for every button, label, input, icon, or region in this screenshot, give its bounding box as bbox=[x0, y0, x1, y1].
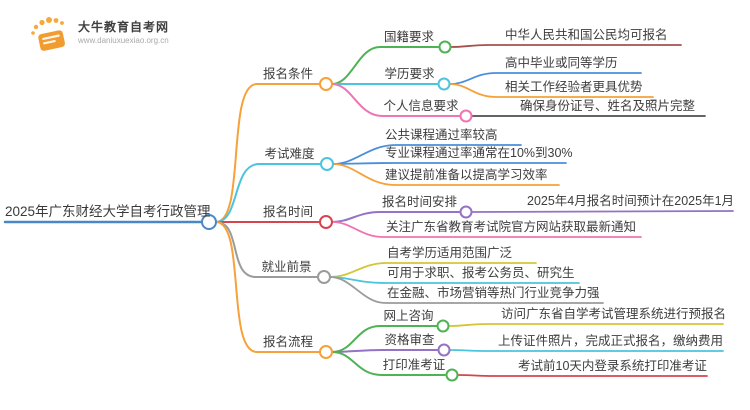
edge-nationality bbox=[331, 46, 439, 85]
edge-leaf-upload-photo bbox=[449, 349, 724, 352]
leaf-highschool-equivalent: 高中毕业或同等学历 bbox=[505, 56, 618, 70]
handle-online-consult bbox=[436, 319, 450, 333]
subnode-personal-info-requirement: 个人信息要求 bbox=[383, 99, 459, 113]
edge-leaf-print-10days bbox=[457, 374, 708, 377]
edge-leaf-experience bbox=[449, 83, 654, 98]
branch-career-prospects: 就业前景 bbox=[261, 260, 312, 274]
branch-exam-difficulty: 考试难度 bbox=[264, 147, 315, 161]
edge-personal-info bbox=[331, 83, 461, 117]
handle-registration-time bbox=[319, 215, 333, 229]
brand-book-icon bbox=[31, 17, 65, 51]
edge-root-registration-process bbox=[215, 221, 320, 353]
leaf-major-course-pass-rate: 专业课程通过率通常在10%到30% bbox=[385, 146, 573, 160]
handle-nationality bbox=[438, 40, 452, 54]
leaf-follow-official-site: 关注广东省教育考试院官方网站获取最新通知 bbox=[386, 220, 637, 234]
edge-print-ticket bbox=[331, 351, 446, 376]
handle-education bbox=[437, 77, 451, 91]
leaf-work-experience-advantage: 相关工作经验者更具优势 bbox=[505, 80, 643, 94]
subnode-nationality-requirement: 国籍要求 bbox=[383, 30, 434, 44]
leaf-finance-marketing-competitive: 在金融、市场营销等热门行业竞争力强 bbox=[387, 286, 600, 300]
leaf-idcard-name-photo: 确保身份证号、姓名及照片完整 bbox=[520, 99, 696, 113]
handle-registration-process bbox=[319, 345, 333, 359]
handle-personal-info bbox=[459, 109, 473, 123]
site-logo: 大牛教育自考网 www.daniuxuexiao.org.cn bbox=[28, 16, 169, 54]
leaf-degree-wide-use: 自考学历适用范围广泛 bbox=[387, 246, 513, 260]
root-topic: 2025年广东财经大学自考行政管理 bbox=[5, 204, 211, 219]
subnode-registration-schedule: 报名时间安排 bbox=[381, 195, 457, 209]
edge-leaf-citizen bbox=[450, 44, 682, 48]
leaf-job-civil-servant-postgrad: 可用于求职、报考公务员、研究生 bbox=[387, 266, 575, 280]
leaf-public-course-pass-rate: 公共课程通过率较高 bbox=[385, 128, 498, 142]
branch-registration-process: 报名流程 bbox=[262, 335, 313, 349]
subnode-education-requirement: 学历要求 bbox=[384, 67, 435, 81]
site-url: www.daniuxuexiao.org.cn bbox=[78, 36, 169, 45]
branch-registration-time: 报名时间 bbox=[262, 205, 313, 219]
leaf-pre-register-system: 访问广东省自学考试管理系统进行预报名 bbox=[501, 307, 727, 321]
handle-career-prospects bbox=[317, 270, 331, 284]
subnode-qualification-review: 资格审查 bbox=[384, 333, 435, 347]
leaf-upload-photo-pay-fee: 上传证件照片，完成正式报名，缴纳费用 bbox=[498, 334, 724, 348]
edge-leaf-competitive bbox=[329, 276, 604, 304]
edge-root-exam-difficulty bbox=[215, 163, 321, 223]
site-name: 大牛教育自考网 bbox=[78, 20, 170, 34]
subnode-print-admission-ticket: 打印准考证 bbox=[382, 358, 446, 372]
edge-leaf-prepare-early bbox=[332, 163, 560, 186]
leaf-april-2025-schedule: 2025年4月报名时间预计在2025年1月 bbox=[527, 194, 735, 208]
edge-leaf-pre-register bbox=[448, 323, 724, 327]
edge-leaf-official-site bbox=[331, 221, 642, 238]
handle-root bbox=[201, 214, 217, 230]
branch-enrollment-conditions: 报名条件 bbox=[262, 67, 313, 81]
handle-exam-difficulty bbox=[320, 157, 334, 171]
edge-qualification bbox=[331, 349, 438, 353]
edge-root-enrollment-conditions bbox=[215, 83, 320, 223]
edge-leaf-major-courses bbox=[332, 162, 567, 165]
edge-leaf-april-2025 bbox=[471, 210, 734, 213]
handle-enrollment-conditions bbox=[319, 77, 333, 91]
handle-qualification bbox=[437, 343, 451, 357]
handle-schedule bbox=[459, 205, 473, 219]
leaf-prepare-early: 建议提前准备以提高学习效率 bbox=[385, 168, 548, 182]
leaf-print-within-10-days: 考试前10天内登录系统打印准考证 bbox=[518, 359, 707, 373]
subnode-online-consultation: 网上咨询 bbox=[383, 309, 434, 323]
handle-print-ticket bbox=[445, 368, 459, 382]
leaf-citizen-eligible: 中华人民共和国公民均可报名 bbox=[505, 28, 668, 42]
